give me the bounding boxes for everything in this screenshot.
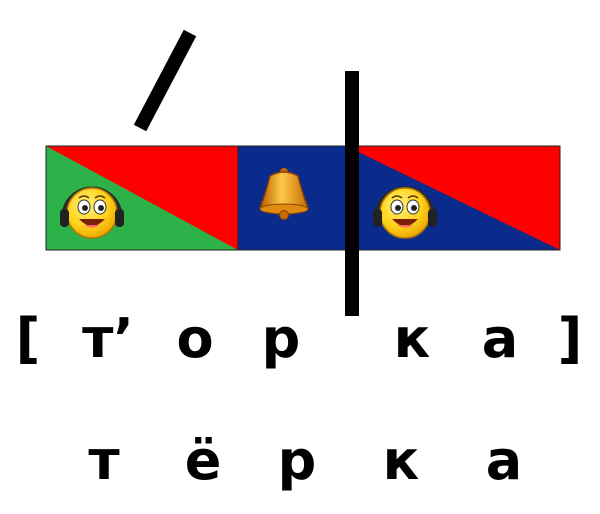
syllable-block-3 [345, 145, 561, 251]
bell-icon [259, 168, 309, 220]
written-word: т ё р к а [0, 426, 600, 506]
transcription-sound-1: т’ [82, 307, 134, 370]
word-letter-1: т [88, 429, 120, 492]
sound-transcription: [ т’ о р к а ] [0, 304, 600, 384]
transcription-open-bracket: [ [15, 307, 41, 370]
word-letter-2: ё [184, 429, 222, 492]
word-letter-3: р [277, 429, 317, 492]
syllable-block-2 [237, 145, 347, 251]
word-letter-4: к [382, 429, 420, 492]
transcription-close-bracket: ] [557, 307, 583, 370]
transcription-sound-4: к [393, 307, 431, 370]
stress-mark-icon [133, 29, 197, 132]
word-letter-5: а [485, 429, 523, 492]
syllable-divider-line [345, 71, 359, 316]
transcription-sound-2: о [176, 307, 214, 370]
syllable-block-1 [45, 145, 239, 251]
sound-scheme [45, 29, 561, 316]
transcription-sound-3: р [261, 307, 301, 370]
transcription-sound-5: а [481, 307, 519, 370]
